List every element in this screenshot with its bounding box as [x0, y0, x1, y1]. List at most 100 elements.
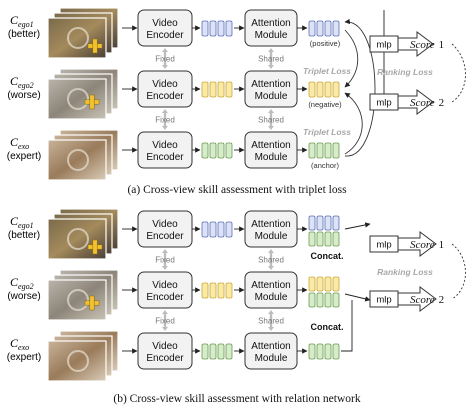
- panel-a-ego2-label-role: (worse): [7, 90, 40, 101]
- token: [217, 142, 225, 159]
- panel-a-mlp-2: mlp: [369, 93, 399, 111]
- panel-b-big-arrow-1: [397, 231, 437, 257]
- panel-b-fixed-label-2: Fixed: [155, 317, 175, 326]
- token: [209, 81, 217, 98]
- token: [209, 221, 217, 238]
- panel-a-triplet-curve-1: [344, 29, 359, 88]
- panel-b-arrow-to-mlp-2: [344, 293, 371, 302]
- panel-a-ego2-attention-module-line2: Module: [255, 91, 288, 102]
- panel-b-big-arrow-2: [397, 286, 437, 312]
- panel-b-mlp-2: mlp: [369, 290, 399, 308]
- panel-a-exo-frames: [47, 129, 119, 181]
- token: [201, 142, 209, 159]
- panel-b-ego2-video-encoder-line2: Encoder: [146, 292, 184, 303]
- token: [332, 343, 340, 360]
- token: [209, 142, 217, 159]
- panel-a-ego1-embedding: [308, 20, 340, 37]
- panel-a-shared-arrow-2: [268, 109, 274, 130]
- panel-a-ego1-attention-module-line1: Attention: [251, 18, 290, 29]
- token: [324, 81, 332, 98]
- panel-a-exo-video-encoder-line1: Video: [152, 140, 178, 151]
- panel-b-concat-embedding-2: [308, 276, 340, 308]
- token: [225, 142, 233, 159]
- panel-b-ego2-label-var: Cego2: [10, 275, 34, 291]
- token: [217, 20, 225, 37]
- panel-b-concat-label-2: Concat.: [310, 322, 343, 332]
- panel-b: Cego1(better)VideoEncoderAttentionModule…: [7, 208, 466, 382]
- panel-b-exo-video-encoder-line2: Encoder: [146, 353, 184, 364]
- panel-a-exo-label-var: Cexo: [10, 135, 29, 151]
- token: [225, 81, 233, 98]
- panel-b-exo-attention-module-line1: Attention: [251, 341, 290, 352]
- panel-a-ranking-curve: [451, 43, 466, 103]
- panel-a-ego2-embedding: [308, 81, 340, 98]
- token: [332, 142, 340, 159]
- panel-a-mlp-1: mlp: [369, 35, 399, 53]
- token: [201, 81, 209, 98]
- token: [209, 282, 217, 299]
- panel-b-ego2-attention-module-line1: Attention: [251, 280, 290, 291]
- panel-b-ranking-loss: Ranking Loss: [377, 267, 433, 277]
- panel-a-triplet-curve-3: [344, 18, 376, 157]
- token: [209, 20, 217, 37]
- token: [225, 20, 233, 37]
- panel-a-ego2-video-encoder-line2: Encoder: [146, 91, 184, 102]
- panel-a-caption: (a) Cross-view skill assessment with tri…: [127, 184, 347, 196]
- token: [201, 20, 209, 37]
- panel-b-exo-label: Cexo(expert): [7, 336, 41, 363]
- token: [316, 20, 324, 37]
- panel-a-triplet-curve-2: [344, 92, 363, 155]
- panel-a-ego2-encoder-tokens: [201, 81, 233, 98]
- panel-b-ego1-attention-module-line2: Module: [255, 231, 288, 242]
- panel-b-ego2-plus-icon: [84, 295, 100, 311]
- panel-b-ego1-encoder-tokens: [201, 221, 233, 238]
- panel-b-exo-attention-module-line2: Module: [255, 353, 288, 364]
- panel-a-shared-label-1: Shared: [258, 55, 284, 64]
- panel-b-ego1-label-role: (better): [8, 230, 40, 241]
- panel-b-mlp-1: mlp: [369, 235, 399, 253]
- panel-b-shared-arrow-2: [268, 310, 274, 331]
- panel-a-exo-attention-module-line1: Attention: [251, 140, 290, 151]
- panel-a-ego1-frames: [47, 7, 119, 59]
- token: [217, 343, 225, 360]
- panel-b-ego1-attention-module-line1: Attention: [251, 219, 290, 230]
- panel-a-exo-attention-module-line2: Module: [255, 152, 288, 163]
- panel-b-mlp-2-label: mlp: [376, 295, 391, 306]
- panel-a-triplet-loss-2: Triplet Loss: [303, 127, 351, 137]
- panel-a-fixed-label-2: Fixed: [155, 116, 175, 125]
- panel-b-fixed-label-1: Fixed: [155, 256, 175, 265]
- panel-a-shared-arrow-1: [268, 48, 274, 69]
- panel-a-fixed-label-1: Fixed: [155, 55, 175, 64]
- panel-a-ego1-plus-icon: [87, 38, 103, 54]
- panel-b-ego1-plus-icon: [87, 239, 103, 255]
- panel-a-ego1-attention-module-line2: Module: [255, 30, 288, 41]
- panel-b-mlp-1-label: mlp: [376, 240, 391, 251]
- panel-a-shared-label-2: Shared: [258, 116, 284, 125]
- token: [324, 343, 332, 360]
- panel-b-exo-frames: [47, 330, 119, 382]
- panel-a-ego1-label-var: Cego1: [10, 13, 34, 29]
- panel-b-ego2-encoder-tokens: [201, 282, 233, 299]
- panel-a-ego1-video-encoder-line1: Video: [152, 18, 178, 29]
- panel-a-exo-encoder-tokens: [201, 142, 233, 159]
- token: [308, 81, 316, 98]
- panel-b-ego2-attention-module-line2: Module: [255, 292, 288, 303]
- panel-a-ranking-loss: Ranking Loss: [377, 67, 433, 77]
- token: [225, 221, 233, 238]
- panel-a: Cego1(better)VideoEncoderAttentionModule…: [7, 7, 466, 181]
- panel-b-ranking-curve: [451, 243, 466, 300]
- panel-a-triplet-loss-1: Triplet Loss: [303, 66, 351, 76]
- panel-b-concat-embedding-1: [308, 215, 340, 247]
- panel-a-ego1-label: Cego1(better): [8, 13, 40, 40]
